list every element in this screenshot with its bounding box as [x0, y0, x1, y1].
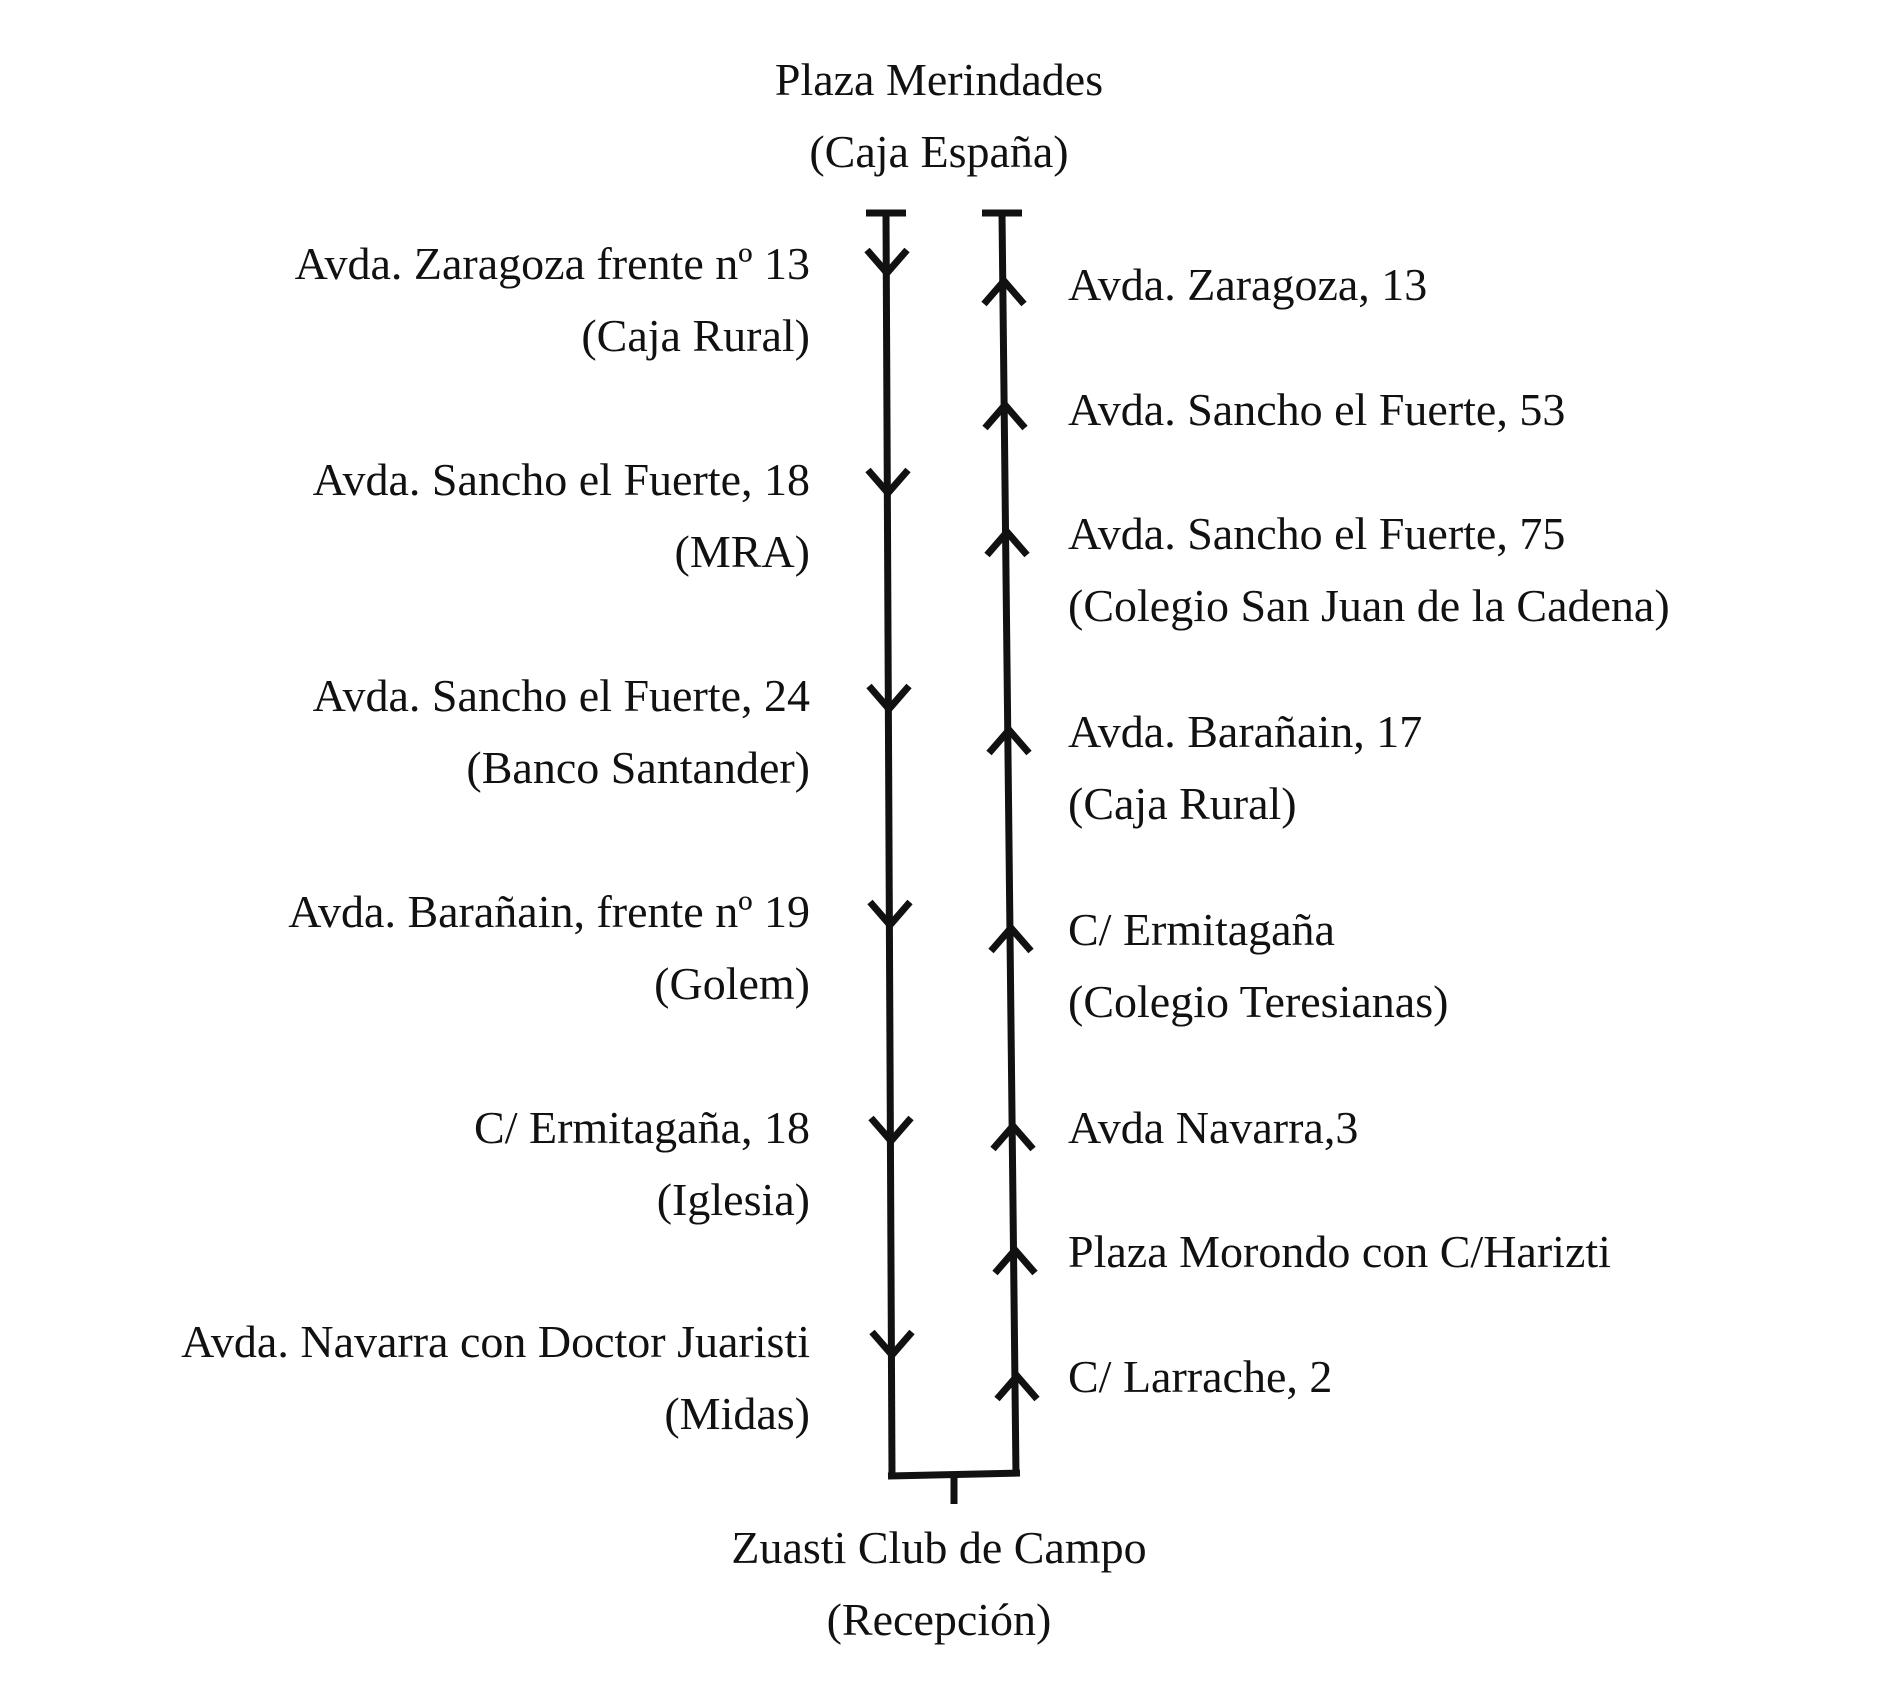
up-arrow-icon — [994, 1370, 1040, 1402]
stop-detail: (Caja Rural) — [581, 310, 810, 361]
up-arrow-icon — [986, 724, 1032, 756]
destination-name: Zuasti Club de Campo — [731, 1522, 1147, 1573]
down-arrow-icon — [867, 899, 913, 931]
stop-name: Avda. Sancho el Fuerte, 75 — [1068, 508, 1566, 559]
outbound-stop: Avda. Navarra con Doctor Juaristi (Midas… — [181, 1306, 810, 1450]
return-stop: Avda. Sancho el Fuerte, 75 (Colegio San … — [1068, 498, 1670, 642]
outbound-route-line — [882, 212, 896, 1477]
return-stop: Avda Navarra,3 — [1068, 1092, 1358, 1164]
return-stop: Avda. Zaragoza, 13 — [1068, 249, 1427, 321]
down-arrow-icon — [864, 247, 910, 279]
outbound-stop: Avda. Barañain, frente nº 19 (Golem) — [288, 876, 810, 1020]
return-stop: C/ Larrache, 2 — [1068, 1341, 1332, 1413]
stop-name: Avda. Zaragoza, 13 — [1068, 259, 1428, 310]
stop-name: Avda. Sancho el Fuerte, 24 — [312, 670, 810, 721]
stop-name: Avda. Navarra con Doctor Juaristi — [181, 1316, 810, 1367]
up-arrow-icon — [981, 275, 1027, 307]
stop-detail: (MRA) — [674, 526, 810, 577]
stop-detail: (Golem) — [654, 958, 810, 1009]
down-arrow-icon — [868, 1115, 914, 1147]
down-arrow-icon — [865, 467, 911, 499]
stop-name: Avda. Barañain, frente nº 19 — [288, 886, 810, 937]
origin-detail: (Caja España) — [809, 126, 1069, 177]
outbound-stop: Avda. Sancho el Fuerte, 24 (Banco Santan… — [313, 660, 810, 804]
stop-detail: (Midas) — [664, 1388, 810, 1439]
destination-label: Zuasti Club de Campo (Recepción) — [0, 1512, 1878, 1656]
return-stop: Avda. Barañain, 17 (Caja Rural) — [1068, 696, 1422, 840]
return-stop: C/ Ermitagaña (Colegio Teresianas) — [1068, 894, 1448, 1038]
outbound-stop: Avda. Sancho el Fuerte, 18 (MRA) — [313, 444, 810, 588]
destination-detail: (Recepción) — [826, 1594, 1052, 1645]
return-route-line — [998, 212, 1020, 1477]
origin-label: Plaza Merindades (Caja España) — [0, 44, 1878, 188]
return-stop: Plaza Morondo con C/Harizti — [1068, 1216, 1611, 1288]
stop-detail: (Caja Rural) — [1068, 778, 1297, 829]
stop-detail: (Banco Santander) — [466, 742, 810, 793]
return-stop: Avda. Sancho el Fuerte, 53 — [1068, 374, 1565, 446]
stop-name: C/ Ermitagaña, 18 — [474, 1102, 810, 1153]
up-arrow-icon — [990, 1120, 1036, 1152]
outbound-stop: Avda. Zaragoza frente nº 13 (Caja Rural) — [295, 228, 810, 372]
stop-name: C/ Larrache, 2 — [1068, 1351, 1333, 1402]
stop-name: C/ Ermitagaña — [1068, 904, 1335, 955]
origin-name: Plaza Merindades — [774, 54, 1104, 105]
stop-name: Avda. Sancho el Fuerte, 53 — [1068, 384, 1566, 435]
stop-name: Avda Navarra,3 — [1068, 1102, 1359, 1153]
stop-detail: (Colegio Teresianas) — [1068, 976, 1449, 1027]
outbound-stop: C/ Ermitagaña, 18 (Iglesia) — [474, 1092, 810, 1236]
stop-name: Avda. Barañain, 17 — [1068, 706, 1423, 757]
up-arrow-icon — [992, 1244, 1038, 1276]
up-arrow-icon — [982, 399, 1028, 431]
stop-name: Avda. Zaragoza frente nº 13 — [294, 238, 810, 289]
down-arrow-icon — [869, 1329, 915, 1361]
stop-detail: (Iglesia) — [656, 1174, 810, 1225]
stop-detail: (Colegio San Juan de la Cadena) — [1068, 580, 1670, 631]
up-arrow-icon — [984, 526, 1030, 558]
stop-name: Plaza Morondo con C/Harizti — [1068, 1226, 1611, 1277]
stop-name: Avda. Sancho el Fuerte, 18 — [312, 454, 810, 505]
up-arrow-icon — [988, 922, 1034, 954]
down-arrow-icon — [866, 683, 912, 715]
